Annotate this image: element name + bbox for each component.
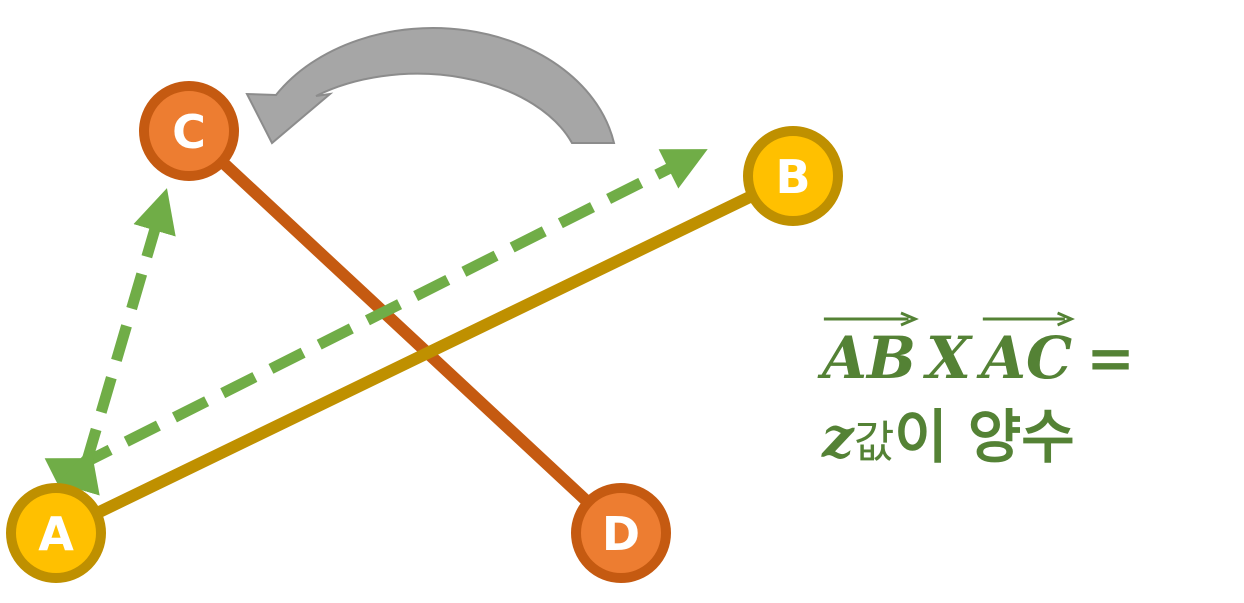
cross-operator: X xyxy=(926,324,972,392)
node-d-label: D xyxy=(602,507,640,561)
node-a-circle xyxy=(6,483,106,583)
node-a-label: A xyxy=(38,507,74,561)
node-c: C xyxy=(139,81,239,181)
node-b-circle xyxy=(743,126,843,226)
vector-ab-text: AB xyxy=(822,324,917,392)
node-b: B xyxy=(743,126,843,226)
node-b-label: B xyxy=(775,150,810,204)
vector-overline-arrow-icon xyxy=(823,311,919,327)
node-d-circle xyxy=(571,483,671,583)
cross-product-formula: AB X AC = z값이 양수 xyxy=(822,311,1222,487)
node-c-circle xyxy=(139,81,239,181)
vector-ab-notation: AB xyxy=(822,311,919,398)
formula-line-1: AB X AC = xyxy=(822,311,1222,398)
equals-sign: = xyxy=(1086,324,1135,392)
z-variable: z xyxy=(822,405,854,471)
rotation-arrow xyxy=(245,27,616,145)
vector-overline-arrow-icon xyxy=(982,311,1075,327)
node-d: D xyxy=(571,483,671,583)
formula-line-2: z값이 양수 xyxy=(822,402,1222,487)
z-value-label: 값 xyxy=(853,417,895,468)
is-positive-label: 이 양수 xyxy=(894,403,1075,471)
segment-cd xyxy=(183,125,627,539)
node-a: A xyxy=(6,483,106,583)
node-c-label: C xyxy=(172,105,206,159)
vector-ac-text: AC xyxy=(981,324,1073,392)
segment-ab xyxy=(50,170,799,539)
vector-ac-notation: AC xyxy=(981,311,1075,398)
vector-ab xyxy=(44,149,708,498)
vector-ac xyxy=(57,188,176,496)
